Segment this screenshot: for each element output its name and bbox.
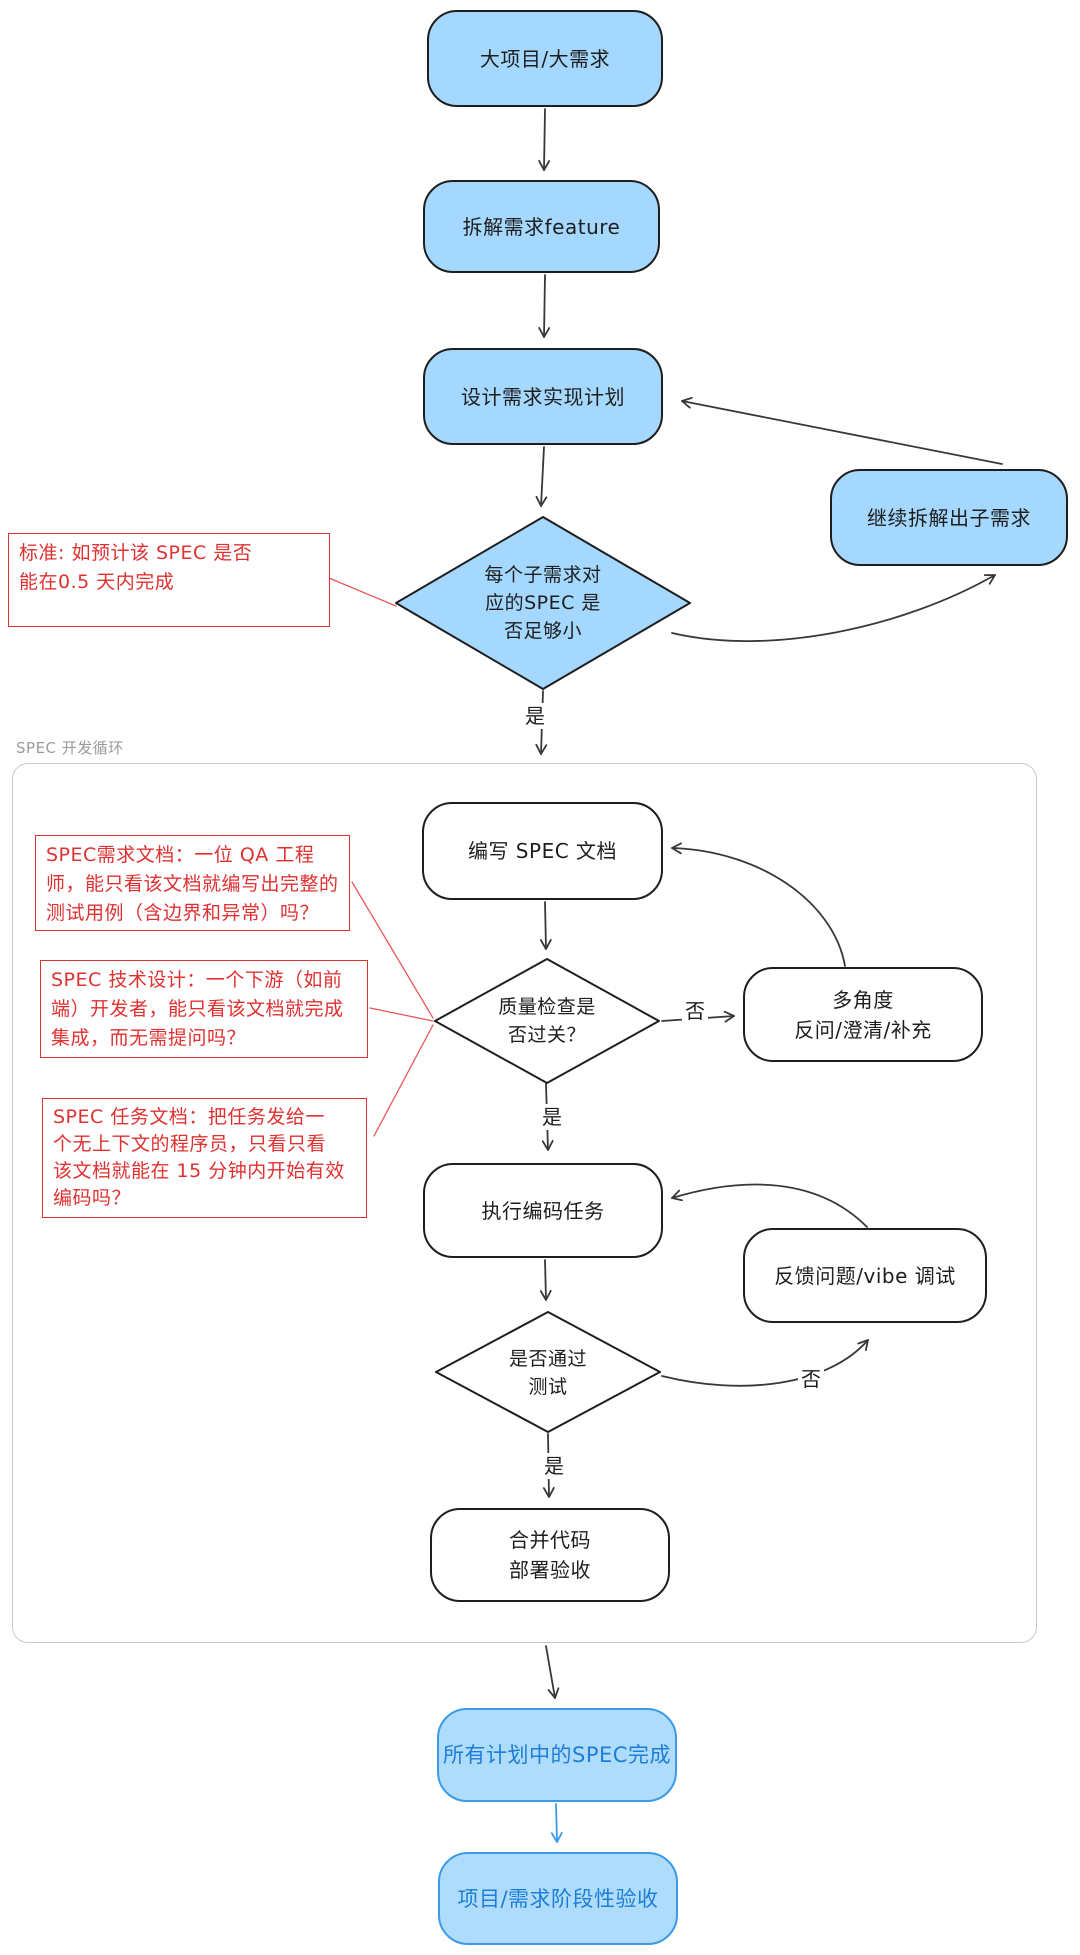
annotation-tech-design-line3: 集成，而无需提问吗？ <box>51 1027 247 1049</box>
annotation-req-doc-line1: SPEC需求文档：一位 QA 工程 <box>46 844 315 866</box>
node-merge-deploy-line1: 合并代码 <box>509 1528 591 1552</box>
edge-test-no-to-feedback <box>661 1339 869 1387</box>
node-execute-coding[interactable]: 执行编码任务 <box>423 1163 663 1258</box>
annotation-task-doc-line2: 个无上下文的程序员，只看只看 <box>53 1133 327 1155</box>
annotation-req-doc[interactable]: SPEC需求文档：一位 QA 工程 师，能只看该文档就编写出完整的 测试用例（含… <box>35 835 350 931</box>
decision-quality-line1: 质量检查是 <box>498 996 596 1018</box>
annotation-criteria-line1: 标准: 如预计该 SPEC 是否 <box>19 542 253 564</box>
decision-spec-small-line2: 应的SPEC 是 <box>485 592 601 614</box>
connector-taskdoc <box>373 1024 434 1137</box>
decision-test-text: 是否通过 测试 <box>448 1342 648 1404</box>
edge-label-no-quality: 否 <box>682 998 708 1024</box>
node-write-spec-label: 编写 SPEC 文档 <box>467 839 618 863</box>
node-execute-coding-label: 执行编码任务 <box>481 1198 605 1223</box>
decision-spec-small-line3: 否足够小 <box>503 620 582 642</box>
decision-test-line1: 是否通过 <box>508 1348 587 1370</box>
node-merge-deploy-line2: 部署验收 <box>509 1558 591 1582</box>
node-design-plan-label: 设计需求实现计划 <box>461 384 625 409</box>
node-merge-deploy[interactable]: 合并代码 部署验收 <box>430 1508 670 1602</box>
node-final-acceptance[interactable]: 项目/需求阶段性验收 <box>438 1852 678 1945</box>
edge-decision-no-to-continue <box>671 574 996 642</box>
edge-continue-to-design <box>681 396 1003 465</box>
edge-bigproject-to-split <box>538 108 551 171</box>
annotation-req-doc-line2: 师，能只看该文档就编写出完整的 <box>46 873 339 895</box>
decision-spec-small-shape[interactable] <box>395 516 691 690</box>
loop-section-label: SPEC 开发循环 <box>16 739 124 757</box>
edge-split-to-design <box>538 274 551 338</box>
edge-feedback-to-execute <box>671 1183 868 1228</box>
edge-loop-to-alldone <box>545 1645 560 1699</box>
edge-multiangle-to-writespec <box>671 842 846 967</box>
node-big-project-label: 大项目/大需求 <box>479 46 611 71</box>
node-all-spec-done-label: 所有计划中的SPEC完成 <box>443 1743 671 1767</box>
decision-test-shape[interactable] <box>435 1311 661 1433</box>
annotation-req-doc-line3: 测试用例（含边界和异常）吗？ <box>46 902 320 924</box>
node-split-feature-label: 拆解需求feature <box>462 214 621 239</box>
decision-spec-small-line1: 每个子需求对 <box>484 564 602 586</box>
connector-reqdoc <box>351 881 434 1019</box>
decision-spec-small-text: 每个子需求对 应的SPEC 是 否足够小 <box>413 558 673 648</box>
node-continue-split-label: 继续拆解出子需求 <box>867 505 1031 530</box>
node-feedback-debug[interactable]: 反馈问题/vibe 调试 <box>743 1228 987 1323</box>
node-big-project[interactable]: 大项目/大需求 <box>427 10 663 107</box>
node-continue-split[interactable]: 继续拆解出子需求 <box>830 469 1068 566</box>
connector-criteria <box>328 577 397 607</box>
node-feedback-debug-label: 反馈问题/vibe 调试 <box>774 1263 956 1288</box>
node-multi-angle[interactable]: 多角度 反问/澄清/补充 <box>743 967 983 1062</box>
decision-quality-text: 质量检查是 否过关？ <box>447 990 647 1052</box>
decision-quality-line2: 否过关？ <box>507 1024 586 1046</box>
decision-quality-shape[interactable] <box>434 958 660 1084</box>
edge-label-yes-quality: 是 <box>539 1104 565 1130</box>
edge-label-yes-spec-small: 是 <box>522 703 548 729</box>
node-split-feature[interactable]: 拆解需求feature <box>423 180 660 273</box>
edge-alldone-to-final <box>550 1803 563 1843</box>
node-write-spec[interactable]: 编写 SPEC 文档 <box>422 802 663 900</box>
decision-test-line2: 测试 <box>528 1376 568 1398</box>
spec-loop-container <box>12 763 1037 1643</box>
annotation-tech-design[interactable]: SPEC 技术设计：一个下游（如前 端）开发者，能只看该文档就完成 集成，而无需… <box>40 960 368 1058</box>
node-all-spec-done[interactable]: 所有计划中的SPEC完成 <box>437 1708 677 1802</box>
annotation-tech-design-line1: SPEC 技术设计：一个下游（如前 <box>51 969 343 991</box>
annotation-task-doc[interactable]: SPEC 任务文档：把任务发给一 个无上下文的程序员，只看只看 该文档就能在 1… <box>42 1098 367 1218</box>
annotation-task-doc-line1: SPEC 任务文档：把任务发给一 <box>53 1106 325 1128</box>
annotation-task-doc-line3: 该文档就能在 15 分钟内开始有效 <box>53 1160 345 1182</box>
annotation-task-doc-line4: 编码吗？ <box>53 1187 132 1209</box>
edge-label-yes-test: 是 <box>541 1453 567 1479</box>
node-multi-angle-line2: 反问/澄清/补充 <box>794 1017 932 1042</box>
annotation-criteria-line2: 能在0.5 天内完成 <box>19 571 175 593</box>
annotation-tech-design-line2: 端）开发者，能只看该文档就完成 <box>51 998 344 1020</box>
edge-label-no-test: 否 <box>798 1366 824 1392</box>
node-design-plan[interactable]: 设计需求实现计划 <box>423 348 663 445</box>
connector-techdesign <box>369 1007 434 1022</box>
edge-execute-to-test <box>539 1259 552 1301</box>
node-final-acceptance-label: 项目/需求阶段性验收 <box>457 1886 659 1911</box>
edge-design-to-decision <box>535 446 548 507</box>
annotation-criteria[interactable]: 标准: 如预计该 SPEC 是否 能在0.5 天内完成 <box>8 533 330 627</box>
edge-writespec-to-quality <box>539 901 552 950</box>
node-multi-angle-line1: 多角度 <box>832 987 894 1012</box>
